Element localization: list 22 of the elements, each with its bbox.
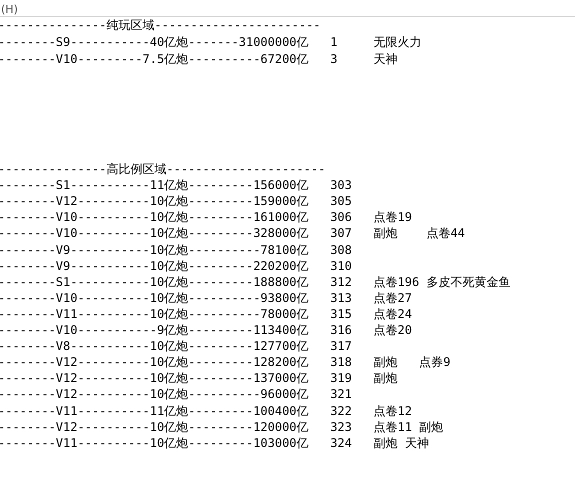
text-line: --------V12----------10亿炮---------137000亿 319 副炮	[0, 371, 398, 386]
text-line: --------V12----------10亿炮----------96000亿 321	[0, 387, 352, 402]
text-line: --------V12----------10亿炮---------120000亿 323 点卷11 副炮	[0, 420, 444, 435]
text-line: --------S9-----------40亿炮-------31000000亿 1 无限火力	[0, 35, 422, 50]
text-line: --------V11----------11亿炮---------100400亿 322 点卷12	[0, 404, 412, 418]
text-line: --------V11----------10亿炮----------78000亿 315 点卷24	[0, 306, 412, 322]
text-line: --------V10---------7.5亿炮----------67200亿 3 天神	[0, 52, 398, 67]
text-line: --------V12----------10亿炮---------159000亿 305	[0, 194, 352, 210]
text-line: ---------------纯玩区域-----------------------	[0, 18, 321, 33]
text-line: --------V10----------10亿炮---------161000亿 306 点卷19	[0, 210, 412, 226]
text-line: --------V9-----------10亿炮----------78100亿 308	[0, 242, 352, 258]
text-line: --------V10-----------9亿炮---------113400亿 316 点卷20	[0, 323, 412, 338]
text-line: --------V11----------10亿炮---------103000亿 324 副炮 天神	[0, 436, 429, 451]
text-line: --------V10----------10亿炮---------328000亿 307 副炮 点卷44	[0, 226, 465, 242]
text-line: --------V10----------10亿炮----------93800亿 313 点卷27	[0, 290, 412, 306]
text-line: --------V9-----------10亿炮---------220200亿 310	[0, 258, 352, 274]
text-line: ---------------高比例区域----------------------	[0, 162, 326, 177]
text-line: --------V8-----------10亿炮---------127700亿 317	[0, 339, 352, 354]
text-line: --------S1-----------11亿炮---------156000亿 303	[0, 178, 352, 194]
menu-label: (H)	[1, 2, 18, 17]
text-line: --------V12----------10亿炮---------128200亿 318 副炮 点券9	[0, 355, 450, 370]
text-line: --------S1-----------10亿炮---------188800亿 312 点卷196 多皮不死黄金鱼	[0, 274, 510, 290]
